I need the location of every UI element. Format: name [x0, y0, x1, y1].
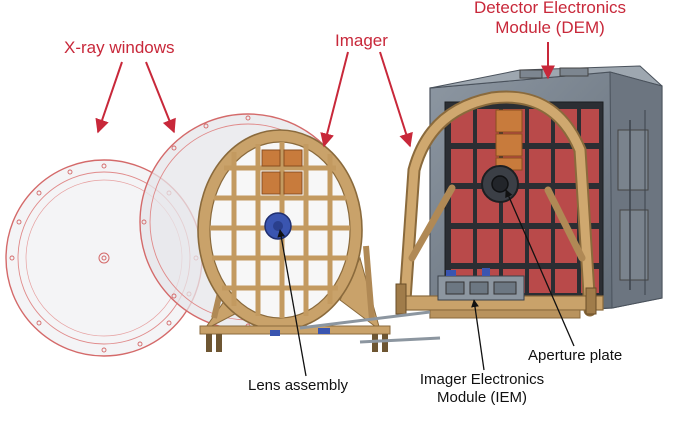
- callout-arrows-red: [95, 42, 555, 148]
- connecting-rods: [299, 310, 441, 344]
- imager-frame-front: [197, 129, 391, 352]
- label-aperture-plate: Aperture plate: [528, 347, 623, 364]
- label-iem-line2: Module (IEM): [436, 389, 528, 406]
- label-dem-line1: Detector Electronics: [473, 0, 627, 17]
- lens: [264, 212, 292, 240]
- callout-pointers-black: [277, 189, 575, 377]
- label-imager: Imager: [335, 31, 388, 50]
- label-lens-assembly: Lens assembly: [248, 377, 349, 394]
- label-iem-line1: Imager Electronics: [419, 371, 545, 388]
- label-xray-windows: X-ray windows: [64, 38, 175, 57]
- imager-frame-rear: [397, 90, 604, 319]
- label-dem: Detector Electronics Module (DEM): [455, 0, 645, 38]
- iem-module: [437, 268, 525, 301]
- label-iem: Imager Electronics Module (IEM): [392, 371, 572, 407]
- aperture-plate: [481, 165, 519, 203]
- label-dem-line2: Module (DEM): [495, 18, 605, 37]
- rear-mount-feet: [395, 283, 597, 315]
